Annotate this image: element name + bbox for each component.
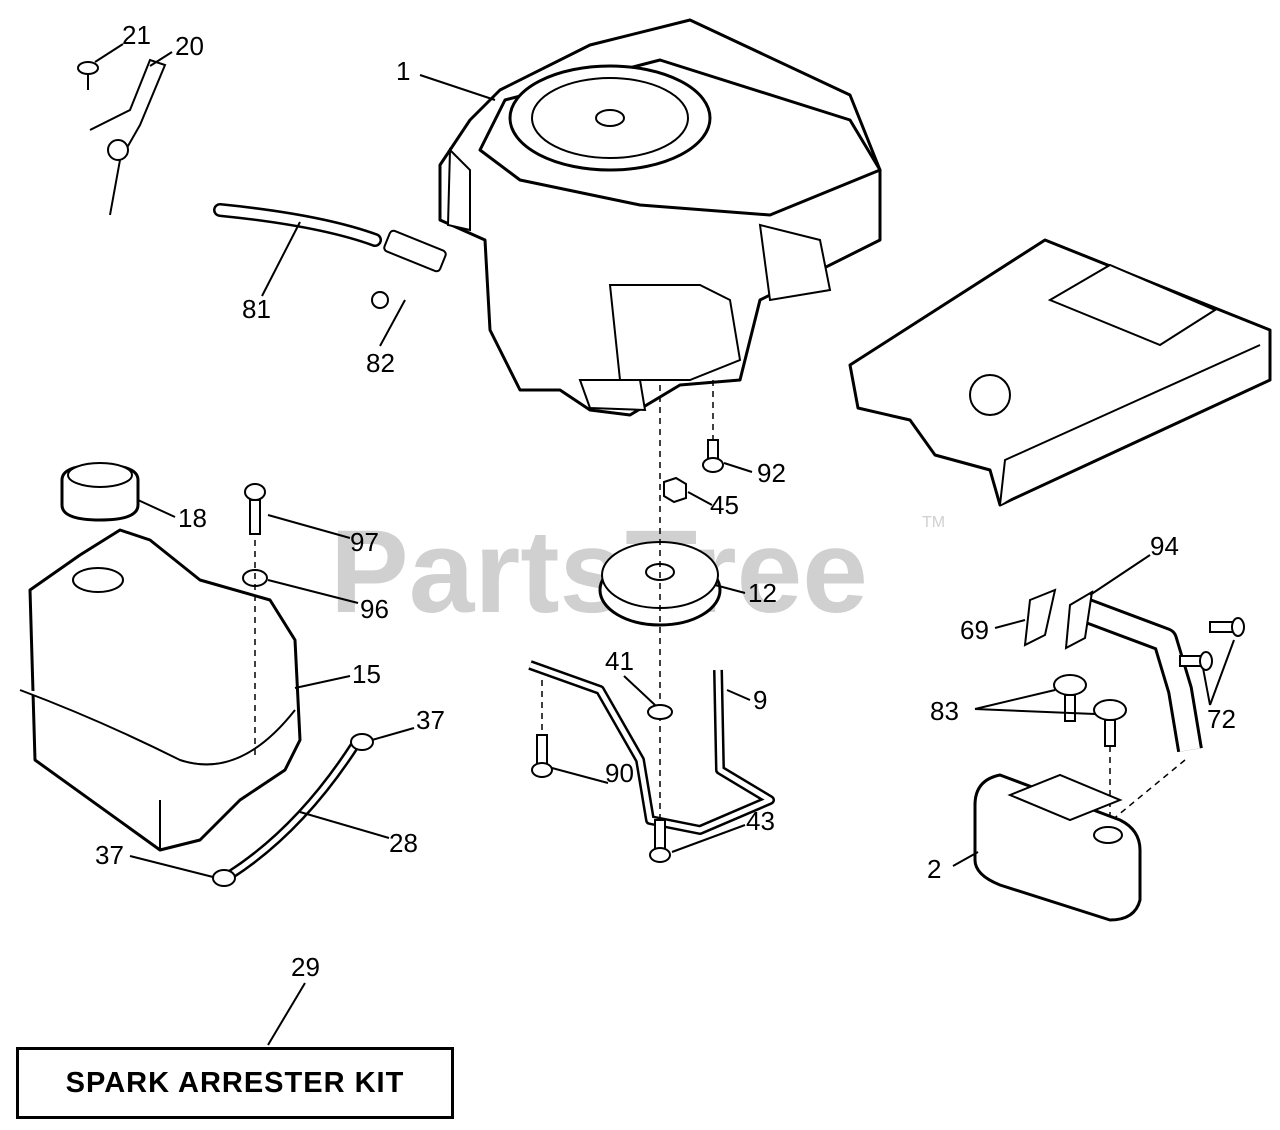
callout-41: 41 [605,646,634,676]
watermark-trademark: TM [922,514,945,531]
exhaust-pipe-94[interactable] [1064,590,1203,753]
callout-18: 18 [178,503,207,533]
dipstick-tube-20[interactable] [89,58,167,216]
bracket-9[interactable] [528,660,775,835]
washer-41[interactable] [647,704,673,720]
callout-97: 97 [350,527,379,557]
fuel-cap-18[interactable] [60,462,140,522]
callout-15: 15 [352,659,381,689]
mounting-frame[interactable] [848,238,1272,507]
callout-82: 82 [366,348,395,378]
callout-45: 45 [710,490,739,520]
callout-92: 92 [757,458,786,488]
callout-94: 94 [1150,531,1179,561]
gasket-69[interactable] [1023,588,1057,647]
callout-21: 21 [122,20,151,50]
spark-arrester-kit-label: SPARK ARRESTER KIT [16,1047,454,1119]
callout-9: 9 [753,685,767,715]
engine[interactable] [438,18,882,417]
callout-37-top: 37 [416,705,445,735]
bolt-43[interactable] [649,819,671,863]
callout-1: 1 [396,56,410,86]
fuel-tank-15[interactable] [19,528,302,852]
callout-12: 12 [748,578,777,608]
callout-43: 43 [746,806,775,836]
muffler-2[interactable] [973,773,1142,922]
callout-81: 81 [242,294,271,324]
callout-69: 69 [960,615,989,645]
callout-90: 90 [605,758,634,788]
fuel-line-81[interactable] [213,203,382,247]
watermark-text: PartsTree [330,506,868,638]
callout-37-bottom: 37 [95,840,124,870]
bolt-72-bottom[interactable] [1179,651,1213,671]
callout-29: 29 [291,952,320,982]
callout-83: 83 [930,696,959,726]
screw-21[interactable] [77,61,99,90]
fuel-fitting-82[interactable] [371,229,447,309]
clamp-37-top[interactable] [350,733,374,751]
callout-96: 96 [360,594,389,624]
leader-lines [94,43,1235,1046]
bolt-97[interactable] [244,483,266,535]
nut-45[interactable] [663,476,687,504]
callout-20: 20 [175,31,204,61]
callout-2: 2 [927,854,941,884]
bolt-83-left[interactable] [1053,674,1087,722]
callout-72: 72 [1207,704,1236,734]
fuel-line-28[interactable] [225,740,360,880]
bolt-72-top[interactable] [1209,617,1245,637]
clamp-37-bottom[interactable] [212,869,236,887]
bolt-92[interactable] [702,439,724,473]
callout-28: 28 [389,828,418,858]
bolt-83-right[interactable] [1093,699,1127,747]
bolt-90[interactable] [531,734,553,778]
